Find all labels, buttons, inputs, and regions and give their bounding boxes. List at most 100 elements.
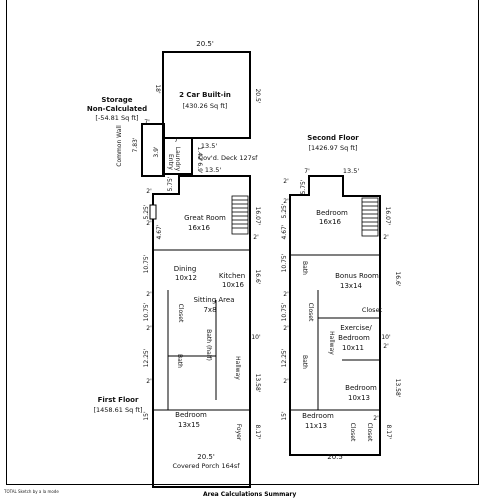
- dim-3-9: 3.9': [153, 146, 160, 158]
- bath-half-label: Bath (half): [205, 329, 212, 361]
- dim-4-67-first: 4.67': [156, 224, 163, 239]
- bedroom-third-label: Bedroom: [345, 384, 377, 392]
- dim-storage-top: 7': [144, 119, 150, 126]
- dim-13-58-second: 13.58': [394, 379, 401, 398]
- sitting-area-size: 7x8: [203, 306, 216, 314]
- bedroom-first-label: Bedroom: [175, 411, 207, 419]
- exercise-size: 10x11: [342, 344, 364, 352]
- dim-13-5-second: 13.5': [343, 167, 359, 175]
- dim-16-6-first: 16.6': [254, 269, 261, 284]
- garage-area: [430.26 Sq ft]: [183, 102, 228, 110]
- dim-deck-bottom: 13.5': [205, 166, 221, 174]
- storage-title: Storage: [101, 96, 132, 104]
- right-border: [478, 0, 479, 484]
- stairs-first-floor: [231, 195, 249, 235]
- dim-2-a: 2': [146, 188, 152, 195]
- great-room-label: Great Room: [184, 214, 226, 222]
- exercise-label: Exercise/: [340, 324, 372, 332]
- dim-deck-top: 13.5': [201, 142, 217, 150]
- hallway-first: Hallway: [234, 356, 241, 380]
- dim-storage-left: 7.83': [132, 137, 139, 152]
- dim-5-25-second: 5.25': [281, 203, 288, 218]
- dim-2-n: 2': [373, 415, 379, 422]
- entry-label: Entry: [167, 154, 174, 170]
- laundry-label: Laundry: [174, 147, 181, 172]
- first-floor-outline: [152, 175, 251, 488]
- dim-2-d: 2': [146, 291, 152, 298]
- dim-10-75-first-a: 10.75': [143, 254, 150, 273]
- dim-2-h: 2': [283, 198, 289, 205]
- dim-16-6-second: 16.6': [394, 271, 401, 286]
- bedroom-fourth-label: Bedroom: [302, 412, 334, 420]
- storage-subtitle: Non-Calculated: [87, 105, 147, 113]
- common-wall-label: Common Wall: [116, 125, 123, 167]
- closet-second-a: Closet: [307, 303, 314, 322]
- dim-2-g: 2': [283, 178, 289, 185]
- dim-8-17-second: 8.17': [385, 424, 392, 439]
- dim-5-25-first: 5.25': [143, 204, 150, 219]
- bonus-room-label: Bonus Room: [335, 272, 379, 280]
- kitchen-size: 10x16: [222, 281, 245, 289]
- first-floor-area: [1458.61 Sq ft]: [93, 406, 142, 414]
- closet-first: Closet: [177, 304, 184, 323]
- dim-second-bottom: 20.5': [327, 453, 345, 461]
- bath-first: Bath: [176, 354, 183, 368]
- laundry-outline: [162, 137, 193, 175]
- bottom-border: [6, 484, 479, 485]
- left-border: [6, 0, 7, 484]
- covered-porch-label: Covered Porch 164sf: [172, 462, 240, 470]
- dim-2-i: 2': [383, 234, 389, 241]
- fireplace-symbol: [149, 204, 157, 220]
- dim-2-m: 2': [283, 378, 289, 385]
- dim-garage-top: 20.5': [196, 40, 214, 48]
- dim-4-67-second: 4.67': [281, 224, 288, 239]
- second-floor-outline: [289, 175, 381, 456]
- bath-second-a: Bath: [301, 261, 308, 275]
- dim-7-second: 7': [304, 168, 310, 175]
- sitting-area-label: Sitting Area: [193, 296, 234, 304]
- dim-15-second: 15': [281, 411, 288, 421]
- dim-5-75-first: 5.75': [167, 176, 174, 191]
- deck-label: Cov'd. Deck 127sf: [199, 154, 259, 162]
- garage-outline: [162, 51, 251, 139]
- sketch-credit: TOTAL Sketch by a la mode: [4, 489, 59, 494]
- area-summary-heading: Area Calculations Summary: [203, 491, 297, 498]
- dim-2-e: 2': [146, 325, 152, 332]
- dim-5-75-second: 5.75': [300, 179, 307, 194]
- bath-second-b: Bath: [301, 355, 308, 369]
- dim-garage-right: 20.5': [254, 88, 261, 103]
- dim-12-25-second: 12.25': [281, 348, 288, 367]
- closet-second-d: Closet: [366, 423, 373, 442]
- dim-garage-left: 18': [154, 84, 161, 94]
- second-floor-area: [1426.97 Sq ft]: [308, 144, 357, 152]
- dim-2-f: 2': [146, 378, 152, 385]
- dining-size: 10x12: [175, 274, 197, 282]
- dim-2-b: 2': [146, 220, 152, 227]
- dim-16-07-second: 16.07': [384, 207, 391, 226]
- foyer-label: Foyer: [235, 424, 242, 441]
- dim-13-58-first: 13.58': [254, 374, 261, 393]
- dim-8-17-first: 8.17': [254, 424, 261, 439]
- great-room-size: 16x16: [188, 224, 211, 232]
- dim-10-75-second-b: 10.75': [281, 302, 288, 321]
- dim-2-j: 2': [283, 291, 289, 298]
- dim-2-k: 2': [283, 325, 289, 332]
- dim-6-9: 6.9': [196, 162, 203, 174]
- dim-2-l: 2': [383, 343, 389, 350]
- exercise-label-2: Bedroom: [338, 334, 370, 342]
- kitchen-label: Kitchen: [219, 272, 245, 280]
- dim-laundry-top: 7': [174, 137, 180, 144]
- bedroom-second-label: Bedroom: [316, 209, 348, 217]
- bedroom-third-size: 10x13: [348, 394, 370, 402]
- hallway-second: Hallway: [328, 331, 335, 355]
- dim-10-75-first-b: 10.75': [143, 302, 150, 321]
- dim-15-first: 15': [143, 411, 150, 421]
- bedroom-first-size: 13x15: [178, 421, 200, 429]
- dim-16-07-first: 16.07': [254, 207, 261, 226]
- walls: [141, 51, 381, 488]
- bonus-room-size: 13x14: [340, 282, 363, 290]
- garage-title: 2 Car Built-in: [179, 91, 231, 99]
- storage-area: [-54.81 Sq ft]: [95, 114, 138, 122]
- dim-10-75-second-a: 10.75': [281, 253, 288, 272]
